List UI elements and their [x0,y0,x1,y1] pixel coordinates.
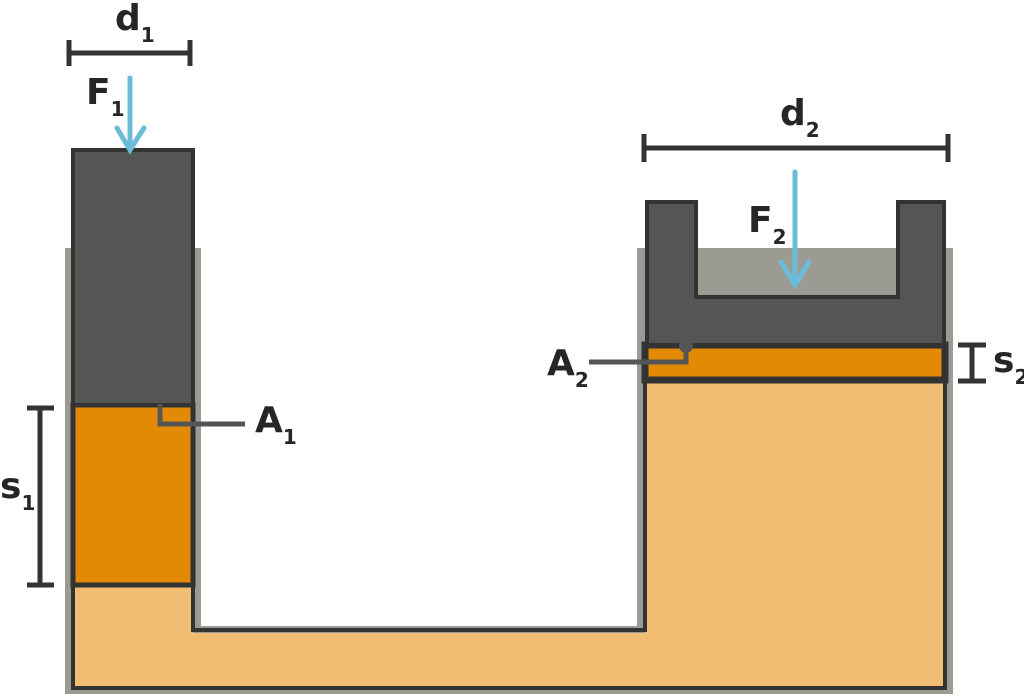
force-arrow-f1 [114,75,147,155]
left-displaced-fluid [70,402,196,588]
label-f2: F2 [748,200,787,249]
label-a2: A2 [547,343,589,392]
label-s2: s2 [993,340,1024,389]
d2-dimension [641,134,951,162]
small-piston [71,148,195,407]
label-f1: F1 [86,72,125,121]
label-d1: d1 [115,0,155,47]
bottom-fluid-channel [73,633,945,688]
fluid-outline [71,380,947,690]
force-arrow-f2 [778,169,812,290]
large-piston [645,200,946,347]
a2-marker [679,339,693,353]
label-s1: s1 [0,466,35,515]
d1-dimension [66,40,193,66]
s2-bracket [958,342,986,384]
label-a1: A1 [255,400,297,449]
left-fluid-column [73,585,193,645]
right-fluid-column [645,380,945,640]
a1-leader [157,404,245,427]
s1-bracket [27,405,54,588]
label-d2: d2 [780,93,820,142]
